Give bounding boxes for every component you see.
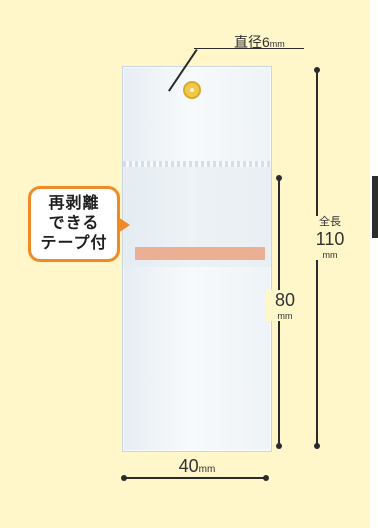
body-height-dot-bottom — [276, 443, 282, 449]
width-dot-right — [263, 475, 269, 481]
width-line — [124, 477, 266, 479]
resealable-tape — [135, 247, 265, 260]
body-height-label: 80 mm — [266, 290, 304, 321]
hole-leader-line — [194, 48, 304, 49]
width-dot-left — [121, 475, 127, 481]
width-label: 40mm — [178, 456, 216, 476]
total-height-dot-bottom — [314, 443, 320, 449]
hang-hole-icon — [183, 81, 201, 99]
tape-callout: 再剥離 できる テープ付 — [28, 186, 130, 262]
zip-bag-illustration — [122, 66, 272, 452]
seal-line — [123, 161, 271, 167]
hole-diameter-label: 直径6mm — [234, 34, 285, 50]
side-tab — [372, 176, 378, 238]
total-height-dot-top — [314, 67, 320, 73]
total-height-label: 全長 110 mm — [306, 216, 354, 260]
callout-line-2: できる — [48, 215, 100, 232]
callout-line-1: 再剥離 — [48, 195, 100, 212]
body-height-dot-top — [276, 175, 282, 181]
callout-line-3: テープ付 — [40, 235, 108, 252]
